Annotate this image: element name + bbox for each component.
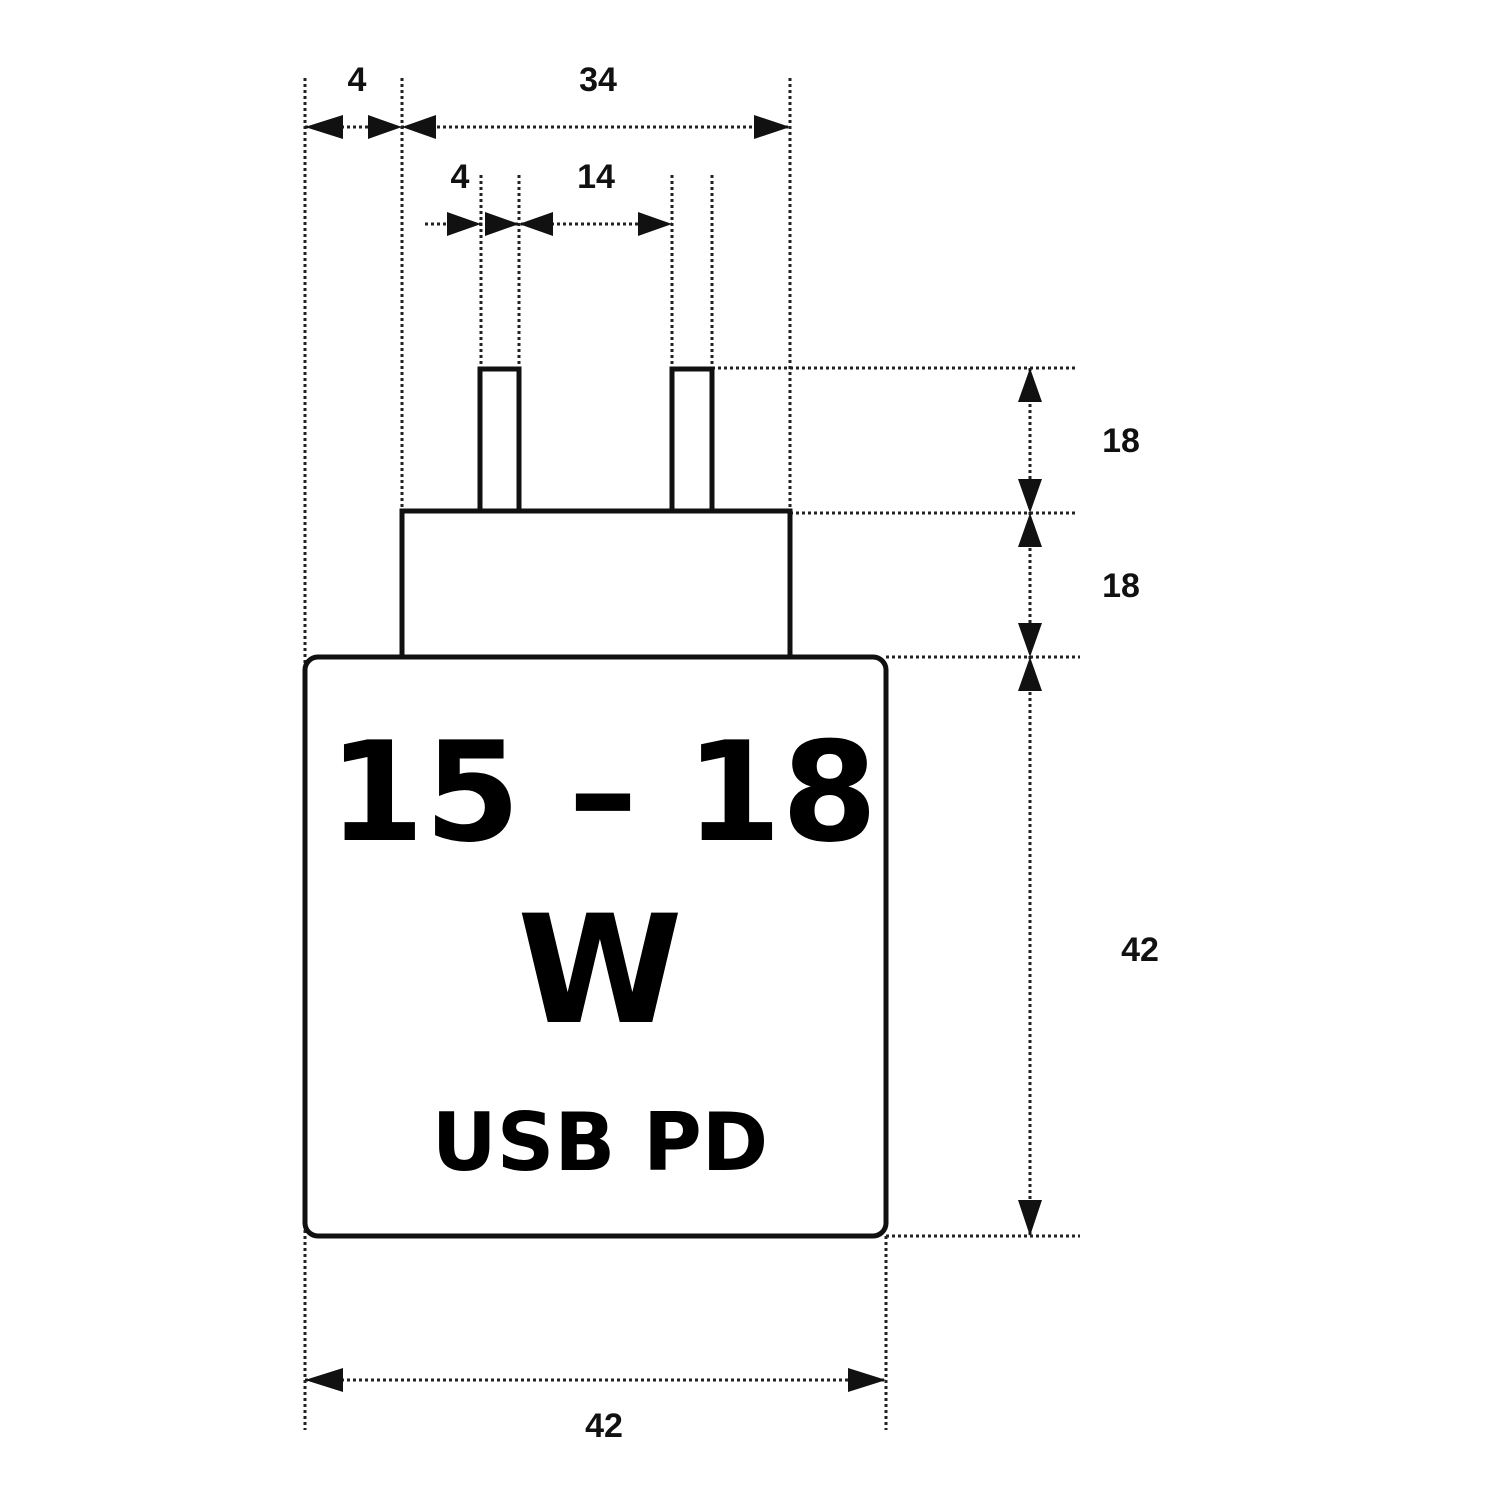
arrow-right-icon: [368, 115, 402, 139]
charger-body: [302, 654, 889, 1239]
arrow-right-icon: [754, 115, 790, 139]
dim-pin-width: 4: [451, 158, 470, 196]
power-rating: 15 – 18: [328, 712, 877, 873]
arrow-up-icon: [1018, 657, 1042, 691]
pin-left: [477, 366, 522, 514]
pin-right: [669, 366, 715, 514]
dim-pin-height: 18: [1102, 422, 1140, 460]
extension-lines: [303, 78, 1080, 1430]
dim-base-height: 42: [1121, 931, 1159, 969]
arrow-left-icon: [305, 115, 343, 139]
dimension-labels: 4 34 4 14 18 18 42 42: [348, 61, 1159, 1445]
arrow-right-icon: [447, 212, 481, 236]
dim-neck-height: 18: [1102, 567, 1140, 605]
arrow-up-icon: [1018, 368, 1042, 402]
arrow-up-icon: [1018, 513, 1042, 547]
dim-pin-spacing: 14: [577, 158, 615, 196]
dim-base-offset: 4: [348, 61, 367, 99]
arrow-left-icon: [305, 1368, 343, 1392]
power-unit: W: [517, 884, 682, 1058]
dim-base-width: 42: [585, 1407, 623, 1445]
arrow-left-icon: [519, 212, 553, 236]
arrow-right-icon: [485, 212, 519, 236]
arrow-right-icon: [638, 212, 672, 236]
arrow-down-icon: [1018, 479, 1042, 513]
protocol-label: USB PD: [432, 1096, 768, 1189]
arrow-left-icon: [402, 115, 436, 139]
charger-outline: [302, 366, 889, 1239]
arrow-down-icon: [1018, 623, 1042, 657]
dim-body-width: 34: [579, 61, 617, 99]
arrow-down-icon: [1018, 1200, 1042, 1236]
charger-neck: [399, 508, 793, 660]
arrowheads: [305, 115, 1042, 1392]
charger-label: 15 – 18 W USB PD: [328, 712, 877, 1189]
arrow-right-icon: [848, 1368, 886, 1392]
